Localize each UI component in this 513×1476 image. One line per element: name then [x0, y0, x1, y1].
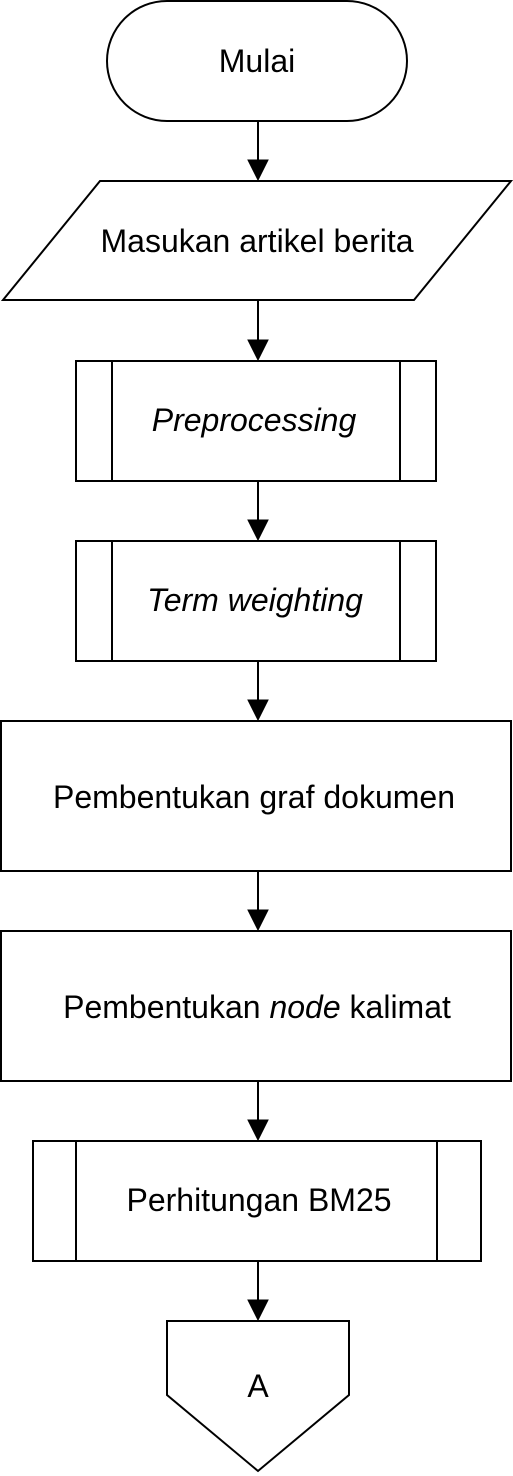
offpage-connector-shape [166, 1320, 350, 1473]
arrow-input-to-preprocessing [247, 300, 269, 362]
term-weighting-process-shape [75, 540, 437, 662]
bm25-process: Perhitungan BM25 [32, 1140, 482, 1262]
sentence-node-label-italic: node [269, 989, 340, 1025]
term-weighting-process: Term weighting [75, 540, 437, 662]
graph-forming-process: Pembentukan graf dokumen [0, 720, 512, 872]
offpage-connector-label: A [247, 1368, 269, 1404]
input-parallelogram-label: Masukan artikel berita [100, 223, 413, 259]
term-weighting-process-label: Term weighting [147, 582, 363, 618]
start-terminator: Mulai [106, 0, 408, 122]
arrow-graph-to-sentence-node [247, 871, 269, 932]
arrow-sentence-node-to-bm25 [247, 1081, 269, 1142]
bm25-process-label: Perhitungan BM25 [126, 1182, 391, 1218]
arrow-term-weighting-to-graph [247, 661, 269, 722]
graph-forming-process-shape [0, 720, 512, 872]
sentence-node-process: Pembentukan node kalimat [0, 930, 512, 1082]
preprocessing-process-shape [75, 360, 437, 482]
sentence-node-process-label: Pembentukan node kalimat [63, 989, 451, 1025]
input-parallelogram-shape [0, 180, 513, 301]
start-terminator-label: Mulai [219, 43, 295, 79]
sentence-node-label-before: Pembentukan [63, 989, 269, 1025]
arrow-bm25-to-connector [247, 1261, 269, 1322]
offpage-connector: A [166, 1320, 350, 1473]
bm25-process-shape [32, 1140, 482, 1262]
arrow-preprocessing-to-term-weighting [247, 481, 269, 542]
sentence-node-label-after: kalimat [341, 989, 451, 1025]
graph-forming-process-label: Pembentukan graf dokumen [53, 779, 455, 815]
sentence-node-process-shape [0, 930, 512, 1082]
input-parallelogram: Masukan artikel berita [0, 180, 513, 301]
preprocessing-process: Preprocessing [75, 360, 437, 482]
arrow-start-to-input [247, 121, 269, 182]
preprocessing-process-label: Preprocessing [152, 402, 357, 438]
